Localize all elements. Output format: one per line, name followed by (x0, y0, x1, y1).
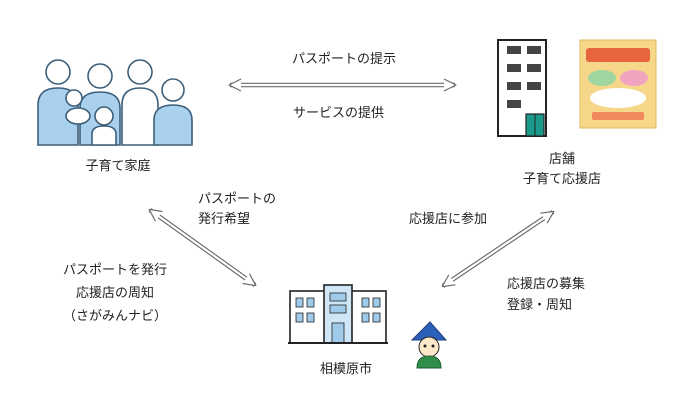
flow-left-outer-line3: （さがみんナビ） (62, 309, 167, 324)
flow-right-inner-label: 応援店に参加 (409, 212, 488, 227)
flow-right-outer-line2: 登録・周知 (507, 298, 573, 313)
shop-label-line1: 店舗 (548, 152, 575, 167)
family-label: 子育て家庭 (85, 159, 151, 174)
arrow-family-city (148, 208, 257, 287)
arrow-shop-city (441, 210, 555, 288)
family-group-icon (37, 59, 193, 146)
flow-left-inner-line2: 発行希望 (198, 212, 251, 227)
campaign-flyer-icon (579, 39, 657, 129)
flow-top-lower-label: サービスの提供 (293, 106, 385, 121)
city-label: 相模原市 (319, 362, 372, 377)
flow-right-outer-line1: 応援店の募集 (507, 277, 586, 292)
city-mascot-icon (410, 321, 448, 369)
flow-left-inner-line1: パスポートの (198, 192, 277, 207)
flow-left-outer-line2: 応援店の周知 (75, 286, 154, 301)
shop-label-line2: 子育て応援店 (522, 172, 601, 187)
city-hall-building-icon (288, 284, 388, 344)
flow-left-outer-line1: パスポートを発行 (62, 263, 167, 278)
flow-top-upper-label: パスポートの提示 (292, 52, 397, 67)
shop-building-icon (497, 39, 547, 137)
